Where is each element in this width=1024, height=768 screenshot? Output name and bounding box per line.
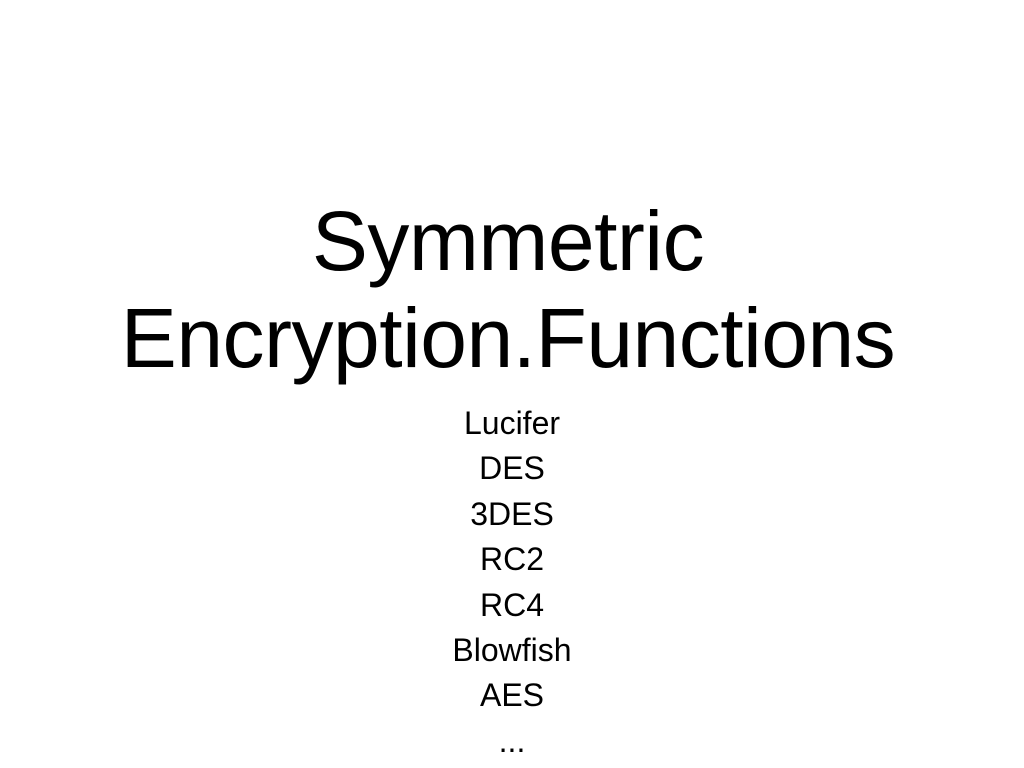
algorithm-list: Lucifer DES 3DES RC2 RC4 Blowfish AES ..… — [0, 401, 1024, 764]
slide-title: Symmetric Encryption.Functions — [0, 193, 1016, 387]
list-item: DES — [479, 450, 545, 487]
slide-title-line-2: Encryption.Functions — [120, 291, 896, 385]
list-item: AES — [479, 677, 545, 714]
list-item: ... — [498, 722, 526, 759]
slide-title-line-1: Symmetric — [311, 194, 705, 288]
list-item: RC4 — [479, 586, 544, 623]
list-item: Blowfish — [452, 632, 572, 669]
list-item: Lucifer — [463, 405, 561, 441]
list-item: RC2 — [479, 541, 544, 578]
list-item: 3DES — [470, 495, 554, 532]
